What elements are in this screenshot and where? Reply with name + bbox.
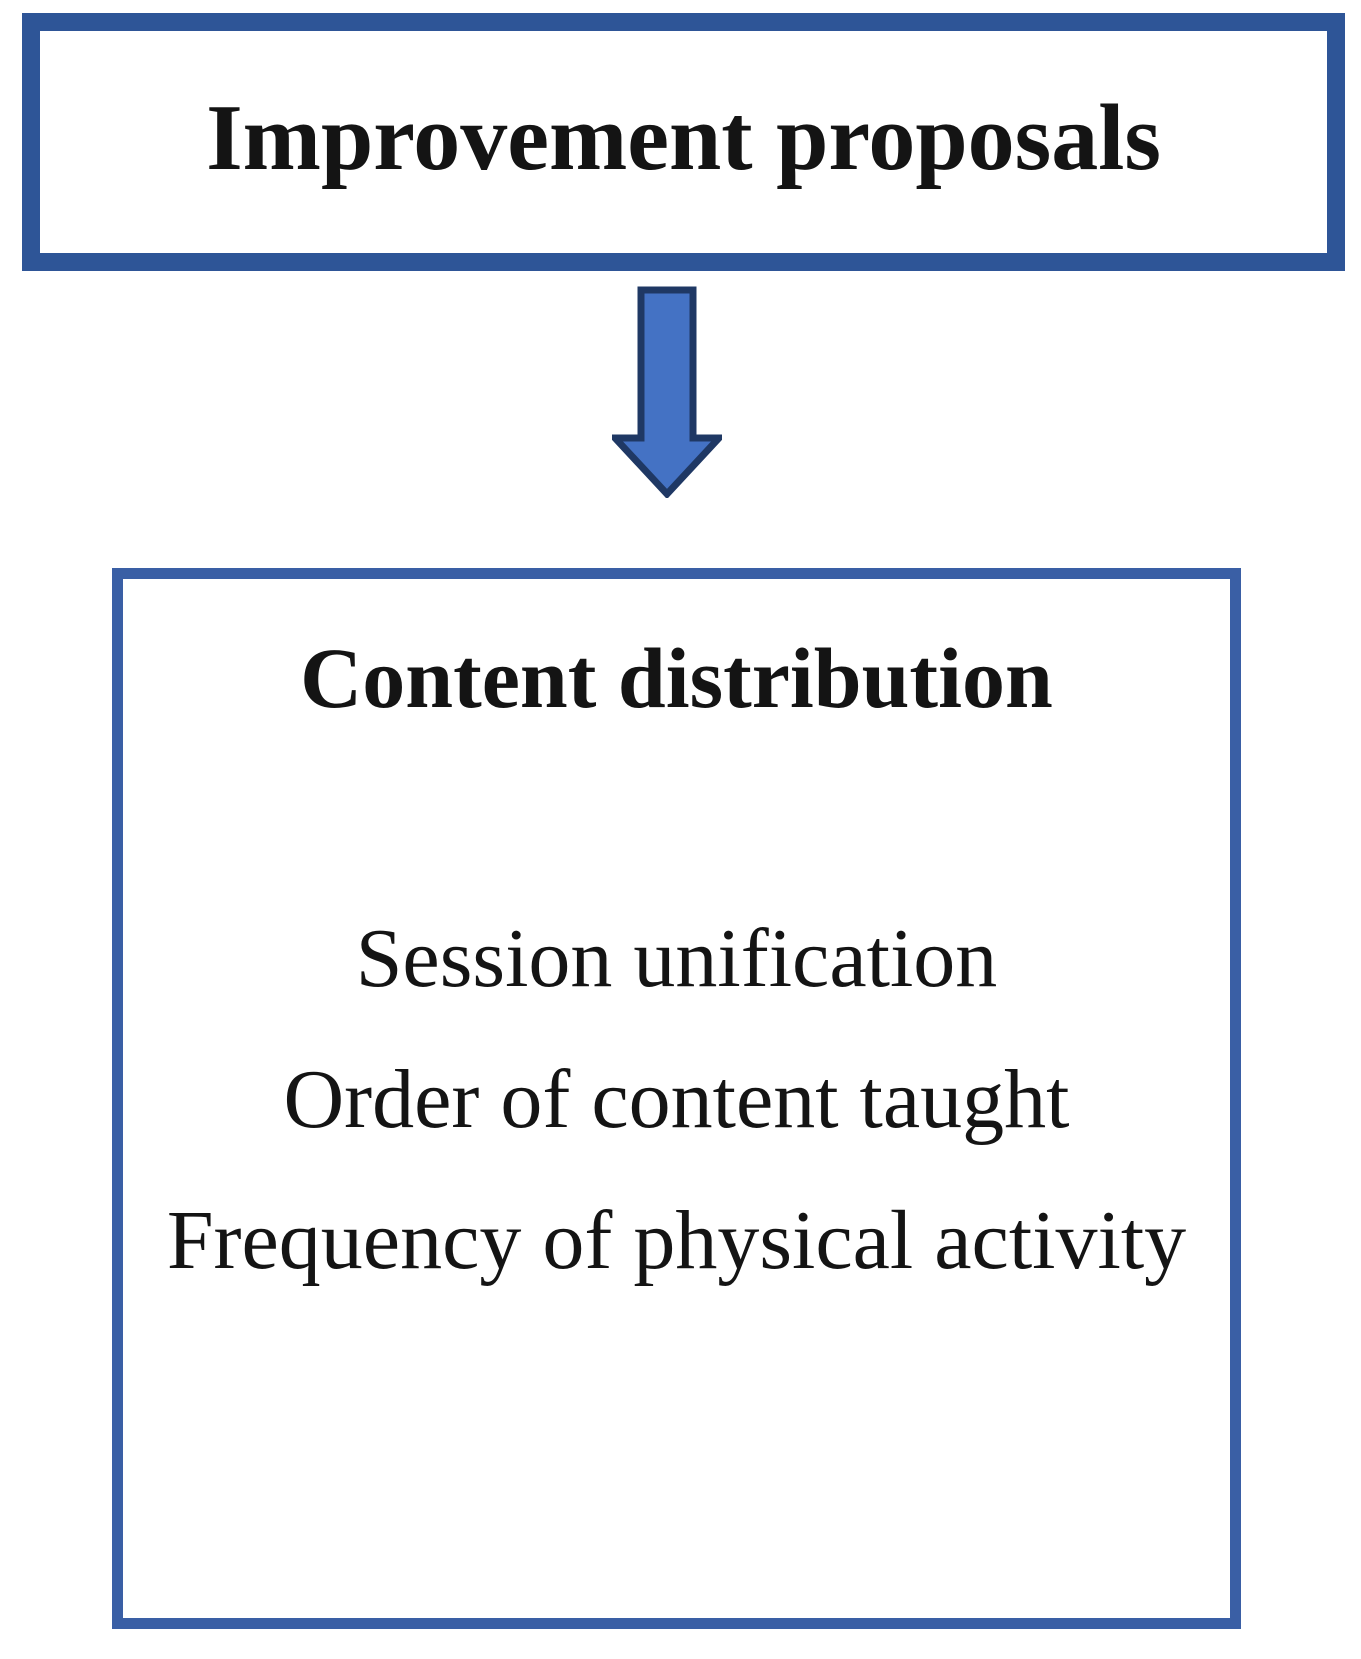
content-distribution-box: Content distribution Session unification… (112, 568, 1241, 1629)
item-order-of-content-taught: Order of content taught (283, 1053, 1070, 1147)
item-session-unification: Session unification (355, 912, 998, 1006)
down-arrow-icon (612, 286, 722, 498)
item-frequency-of-physical-activity: Frequency of physical activity (166, 1194, 1187, 1288)
content-distribution-title: Content distribution (300, 630, 1053, 726)
improvement-proposals-box: Improvement proposals (22, 13, 1345, 271)
improvement-proposals-title: Improvement proposals (206, 86, 1161, 190)
content-distribution-items: Session unification Order of content tau… (157, 888, 1197, 1311)
